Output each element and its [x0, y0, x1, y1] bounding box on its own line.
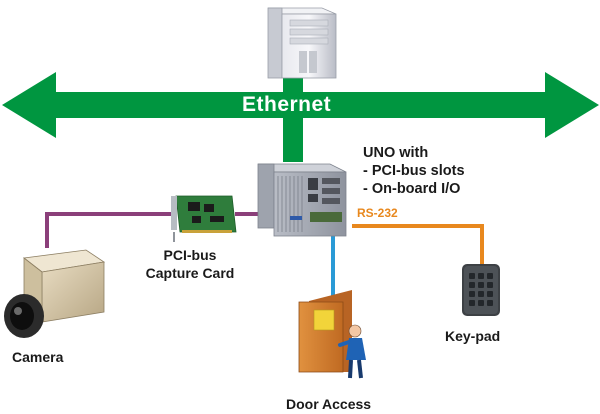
capture-card-label-line1: PCI-bus [163, 247, 217, 263]
camera-icon [4, 249, 106, 338]
server-tower-icon [267, 7, 337, 79]
uno-title: UNO with [363, 145, 429, 161]
door-access-label: Door Access [286, 396, 372, 412]
uno-feature-pci-slots: - PCI-bus slots [363, 163, 465, 179]
door-access-icon [298, 290, 366, 379]
capture-card-label-line2: Capture Card [145, 265, 235, 281]
ethernet-bus-arrow [2, 72, 599, 162]
rs232-label: RS-232 [357, 206, 398, 220]
rs232-link [352, 224, 484, 268]
uno-controller-icon [257, 163, 347, 237]
camera-link [45, 212, 270, 248]
camera-label: Camera [12, 349, 64, 365]
uno-feature-onboard-io: - On-board I/O [363, 181, 461, 197]
keypad-label: Key-pad [445, 328, 501, 344]
ethernet-label: Ethernet [242, 93, 332, 116]
capture-card-icon [171, 195, 237, 242]
keypad-icon [462, 264, 500, 316]
